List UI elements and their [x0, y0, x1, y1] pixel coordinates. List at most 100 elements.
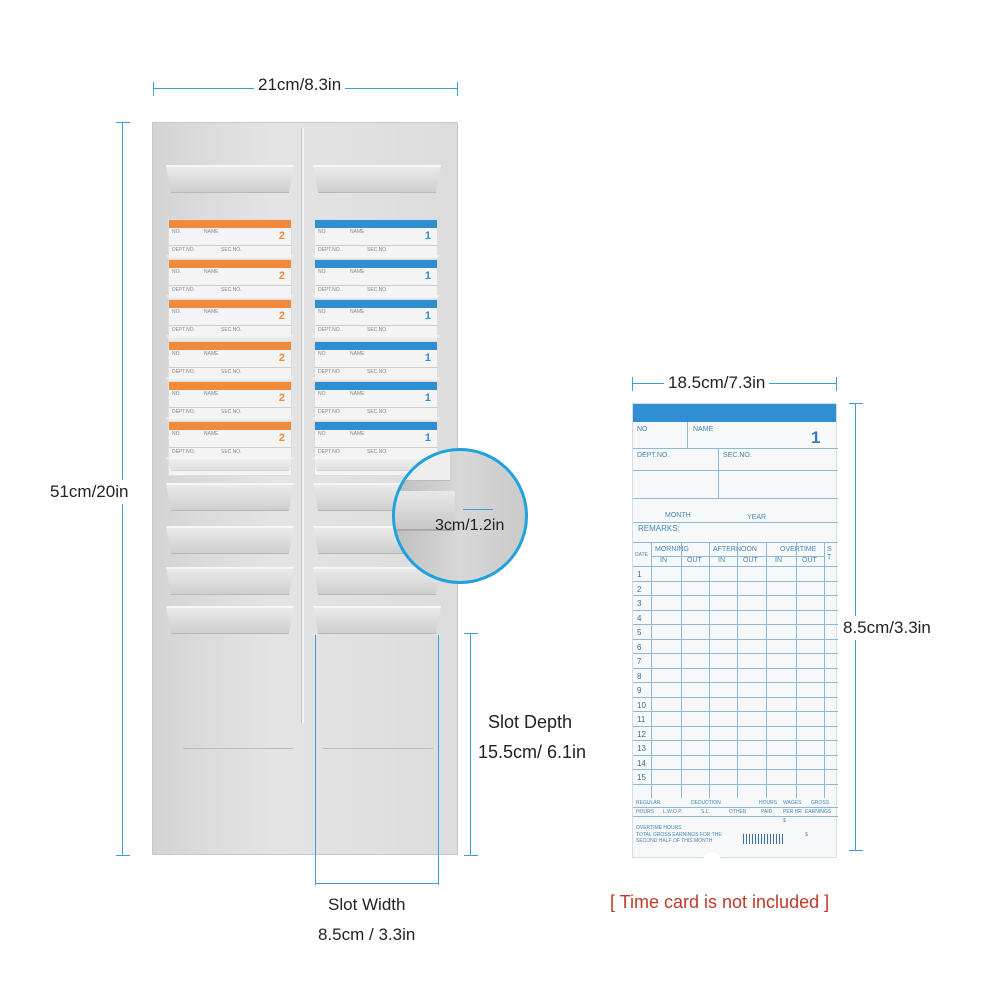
card-number: 1	[424, 392, 431, 404]
card-color-band	[169, 300, 291, 308]
tc-other: OTHER	[729, 809, 747, 815]
card-dept-label: DEPT.NO.	[318, 369, 342, 375]
tc-day-number: 6	[637, 642, 642, 652]
card-color-band	[169, 382, 291, 390]
card-no-label: NO.	[172, 309, 181, 315]
card-width-label: 18.5cm/7.3in	[664, 373, 770, 393]
card-rule	[169, 367, 291, 368]
tc-wages: WAGES	[783, 800, 802, 806]
rack-pocket	[166, 457, 294, 471]
card-grid-line	[633, 711, 838, 712]
card-sec-label: SEC.NO.	[221, 247, 242, 253]
tc-number: 1	[811, 428, 821, 447]
rack-divider	[301, 128, 304, 723]
card-rule	[315, 367, 437, 368]
card-number: 2	[278, 352, 285, 364]
card-grid-line	[633, 498, 838, 499]
card-grid-line	[633, 448, 838, 449]
tc-out-label: OUT	[802, 557, 817, 564]
tc-no-label: NO	[637, 426, 648, 433]
tc-in-label: IN	[660, 557, 667, 564]
tc-name-label: NAME	[693, 426, 714, 433]
card-dept-label: DEPT.NO.	[172, 449, 196, 455]
rack-pocket	[313, 165, 441, 193]
card-name-label: NAME	[350, 391, 365, 397]
card-rule	[315, 447, 437, 448]
card-sec-label: SEC.NO.	[221, 369, 242, 375]
card-number: 2	[278, 230, 285, 242]
tc-afternoon: AFTERNOON	[713, 546, 757, 553]
card-dept-label: DEPT.NO.	[172, 247, 196, 253]
card-no-label: NO.	[318, 269, 327, 275]
rack-height-tick-bottom	[116, 855, 130, 856]
rack-width-tick-right	[457, 82, 458, 96]
rack-pocket	[166, 567, 294, 595]
slot-width-value: 8.5cm / 3.3in	[318, 925, 416, 944]
card-number: 2	[278, 432, 285, 444]
tc-lwop: L.W.O.P.	[663, 809, 683, 815]
tc-overtime: OVERTIME	[780, 546, 817, 553]
slot-width-line	[315, 883, 439, 884]
card-sec-label: SEC.NO.	[221, 287, 242, 293]
card-name-label: NAME	[350, 229, 365, 235]
card-rule	[315, 407, 437, 408]
card-dept-label: DEPT.NO.	[318, 287, 342, 293]
card-rule	[315, 245, 437, 246]
card-dept-label: DEPT.NO.	[318, 409, 342, 415]
card-grid-line	[633, 470, 838, 471]
magnified-pocket	[395, 491, 455, 531]
card-color-band	[315, 422, 437, 430]
slot-depth-tick-top	[464, 633, 478, 634]
tc-day-number: 10	[637, 700, 646, 710]
card-grid-line	[633, 624, 838, 625]
tc-out-label: OUT	[687, 557, 702, 564]
tc-day-number: 2	[637, 584, 642, 594]
card-grid-line	[633, 725, 838, 727]
tc-sec-label: SEC.NO.	[723, 452, 752, 459]
card-rule	[169, 407, 291, 408]
rack-pocket	[313, 606, 441, 634]
card-name-label: NAME	[350, 309, 365, 315]
card-name-label: NAME	[350, 431, 365, 437]
tc-day-number: 12	[637, 729, 646, 739]
card-color-band	[315, 382, 437, 390]
card-grid-line	[633, 595, 838, 596]
rack-pocket	[313, 567, 441, 595]
card-dept-label: DEPT.NO.	[172, 287, 196, 293]
not-included-notice: [ Time card is not included ]	[610, 892, 830, 912]
card-height-label: 8.5cm/3.3in	[843, 616, 931, 640]
card-rule	[315, 325, 437, 326]
card-no-label: NO.	[318, 351, 327, 357]
card-grid-line	[796, 542, 797, 798]
tc-overtime-hours: OVERTIME HOURS	[636, 825, 682, 831]
card-dept-label: DEPT.NO.	[318, 247, 342, 253]
card-no-label: NO.	[172, 431, 181, 437]
tc-out-label: OUT	[743, 557, 758, 564]
card-name-label: NAME	[204, 391, 219, 397]
pocket-depth-label: 3cm/1.2in	[435, 517, 505, 534]
card-rule	[169, 245, 291, 246]
rack-pocket	[166, 606, 294, 634]
card-sec-label: SEC.NO.	[367, 327, 388, 333]
card-dept-label: DEPT.NO.	[318, 449, 342, 455]
card-color-band	[315, 260, 437, 268]
card-no-label: NO.	[318, 391, 327, 397]
card-grid-line	[737, 542, 738, 798]
card-grid-line	[633, 783, 838, 785]
card-color-band	[315, 342, 437, 350]
card-height-tick-bottom	[849, 850, 863, 851]
tc-day-number: 1	[637, 570, 642, 579]
card-color-band	[169, 260, 291, 268]
card-grid-line	[633, 580, 838, 582]
tc-sl: S.L.	[701, 809, 710, 815]
tc-dept-label: DEPT.NO.	[637, 452, 670, 459]
card-sec-label: SEC.NO.	[367, 449, 388, 455]
card-number: 1	[424, 270, 431, 282]
card-notch	[703, 852, 721, 862]
pocket-depth-line	[463, 509, 493, 510]
card-grid-line	[633, 542, 838, 543]
tc-day-number: 8	[637, 671, 642, 681]
tc-day-number: 3	[637, 599, 642, 608]
tc-in-label: IN	[775, 557, 782, 564]
tc-remarks-label: REMARKS:	[638, 524, 680, 533]
